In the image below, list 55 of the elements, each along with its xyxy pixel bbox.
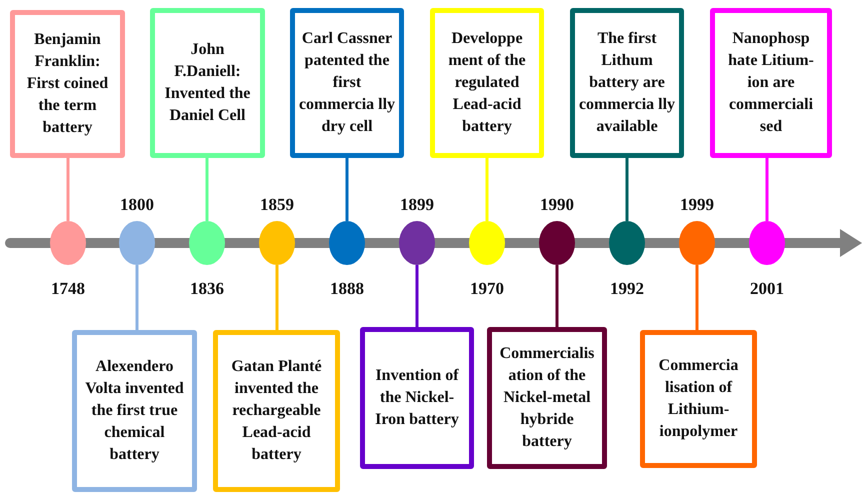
leader-line [416, 265, 418, 327]
year-label: 1992 [609, 279, 645, 299]
event-text: Developpe ment of the regulated Lead-acid battery [447, 29, 527, 137]
event-text: The first Lithum battery are commercia lly available [578, 29, 676, 137]
event-box [570, 8, 684, 158]
event-box [360, 327, 474, 469]
year-label: 2001 [749, 279, 785, 299]
timeline-dot [329, 221, 365, 265]
leader-line [556, 265, 558, 327]
event-box [150, 8, 265, 158]
leader-line [626, 158, 628, 221]
leader-line [766, 158, 768, 221]
year-label: 1859 [259, 195, 295, 215]
year-label: 1888 [329, 279, 365, 299]
year-label: 1990 [539, 195, 575, 215]
event-box [430, 8, 544, 158]
timeline-dot [399, 221, 435, 265]
event-text: John F.Daniell: Invented the Daniel Cell [164, 40, 252, 126]
year-label: 1800 [119, 195, 155, 215]
timeline-dot [749, 221, 785, 265]
event-text: Commercialis ation of the Nickel-metal hybride battery [498, 344, 596, 452]
event-text: Nanophosp hate Litium-ion are commerciali sed [727, 29, 815, 137]
event-text: Commercia lisation of Lithium-ionpolymer [658, 356, 740, 442]
event-text: Benjamin Franklin: First coined the term battery [26, 30, 110, 138]
timeline-dot [50, 221, 86, 265]
leader-line [696, 265, 698, 330]
leader-line [486, 158, 488, 221]
year-label: 1748 [50, 279, 86, 299]
event-box [710, 8, 832, 158]
timeline-dot [469, 221, 505, 265]
timeline-dot [119, 221, 155, 265]
leader-line [276, 265, 278, 330]
timeline-dot [189, 221, 225, 265]
event-text: Alexendero Volta invented the first true chemical battery [84, 357, 185, 465]
event-box [487, 327, 607, 469]
timeline-dot [259, 221, 295, 265]
year-label: 1899 [399, 195, 435, 215]
leader-line [346, 158, 348, 221]
leader-line [136, 265, 138, 330]
event-box [72, 330, 197, 492]
event-box [640, 330, 757, 468]
year-label: 1999 [679, 195, 715, 215]
event-box [290, 8, 404, 158]
event-box [213, 330, 340, 492]
leader-line [66, 158, 70, 221]
leader-line [206, 158, 208, 221]
event-text: Invention of the Nickel-Iron battery [374, 366, 460, 430]
event-box [10, 10, 125, 158]
timeline-dot [679, 221, 715, 265]
event-text: Carl Cassner patented the first commercia lly dry cell [298, 29, 396, 137]
timeline-dot [609, 221, 645, 265]
year-label: 1970 [469, 279, 505, 299]
event-text: Gatan Planté invented the rechargeable Lead-acid battery [230, 357, 323, 465]
timeline-dot [539, 221, 575, 265]
year-label: 1836 [189, 279, 225, 299]
